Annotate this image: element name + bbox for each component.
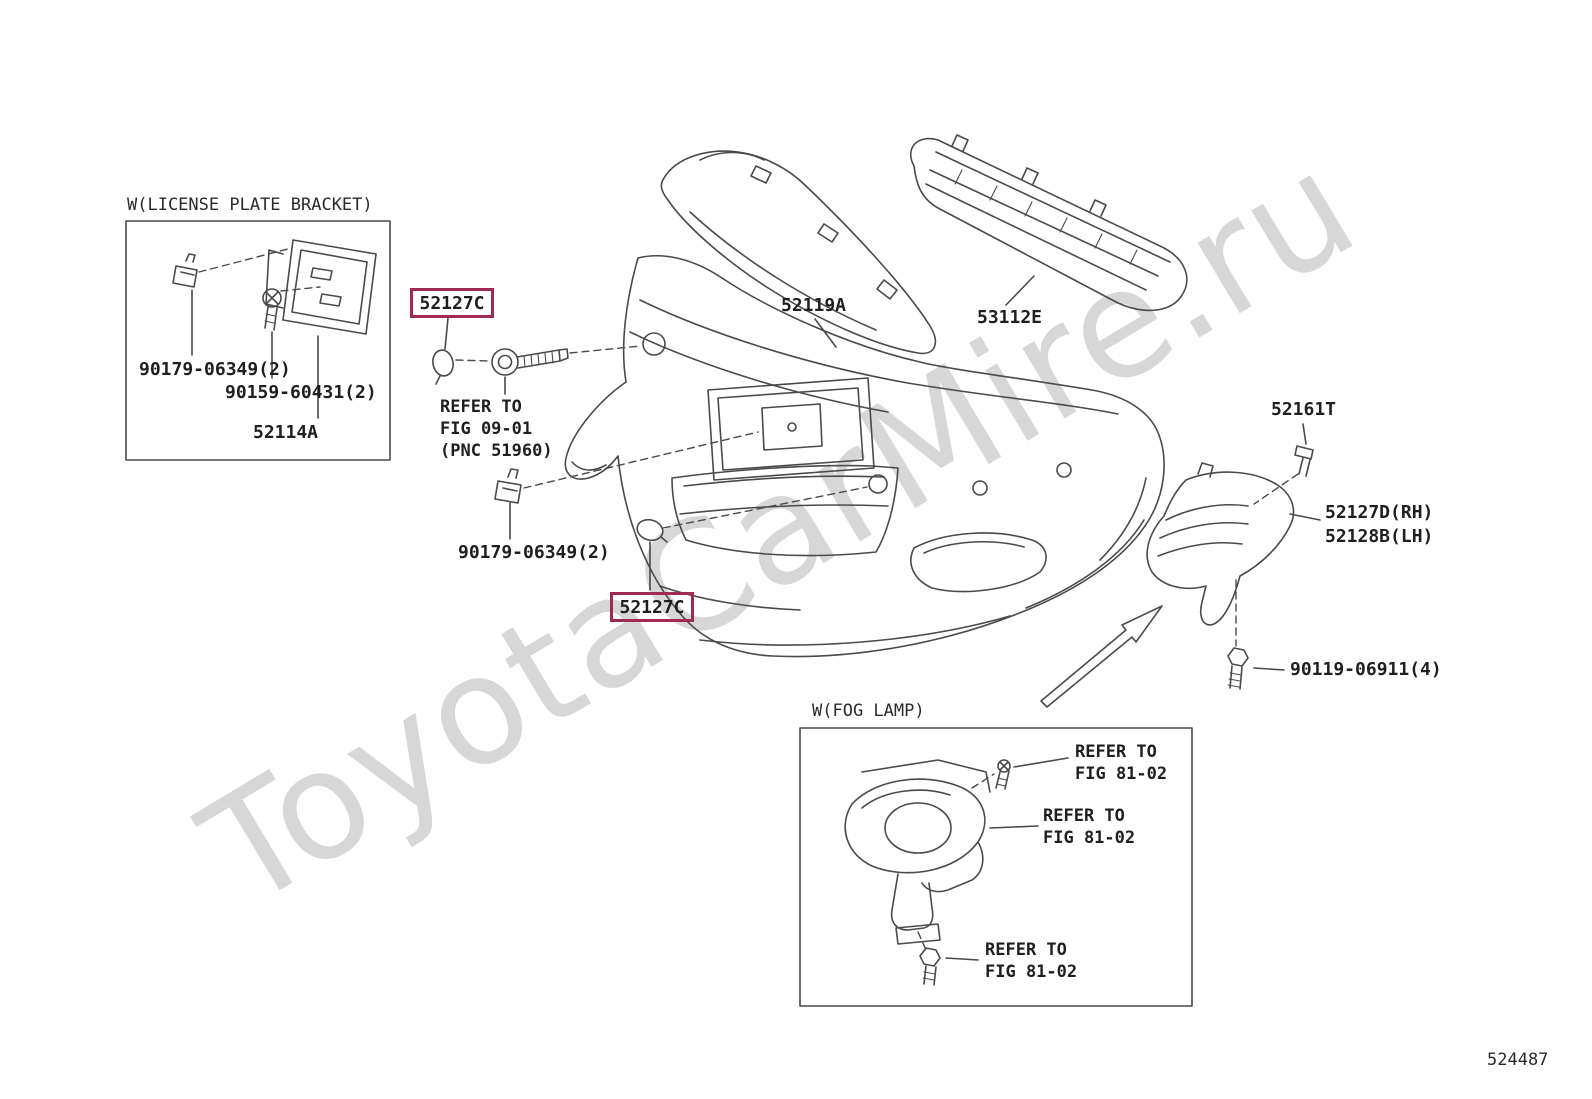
radiator-grille-drawing xyxy=(909,134,1188,312)
license-plate-bracket-title: W(LICENSE PLATE BRACKET) xyxy=(127,195,373,215)
refer-note-fog-3-line2: FIG 81-02 xyxy=(985,962,1078,982)
document-number: 524487 xyxy=(1487,1050,1549,1070)
direction-arrow xyxy=(1040,605,1163,708)
bumper-retainer-drawing xyxy=(660,150,937,355)
refer-note-fog-2-line2: FIG 81-02 xyxy=(1043,828,1136,848)
part-label-52128B-LH[interactable]: 52128B(LH) xyxy=(1325,526,1434,547)
refer-note-fog-1-line2: FIG 81-02 xyxy=(1075,764,1168,784)
bumper-cover-drawing xyxy=(564,255,1165,658)
part-label-53112E[interactable]: 53112E xyxy=(977,307,1043,328)
tow-hook-drawing xyxy=(432,317,642,395)
side-cover-drawing xyxy=(1146,423,1321,690)
part-label-52127D-RH[interactable]: 52127D(RH) xyxy=(1325,502,1434,523)
part-label-90119-06911[interactable]: 90119-06911(4) xyxy=(1290,659,1442,680)
assembly-dashed-lines xyxy=(523,431,868,529)
fog-lamp-drawing xyxy=(799,727,1193,1007)
license-plate-bracket-drawing xyxy=(125,220,391,461)
refer-note-fog-2-line1: REFER TO xyxy=(1043,806,1125,826)
refer-note-tow-hook-line1: REFER TO xyxy=(440,397,522,417)
clip-lower-drawing xyxy=(494,468,522,540)
refer-note-fog-1-line1: REFER TO xyxy=(1075,742,1157,762)
part-label-90159-60431[interactable]: 90159-60431(2) xyxy=(225,382,377,403)
part-label-52119A[interactable]: 52119A xyxy=(781,295,847,316)
part-label-90179-06349-lower[interactable]: 90179-06349(2) xyxy=(458,542,610,563)
part-label-52127C-upper-highlighted[interactable]: 52127C xyxy=(410,288,494,318)
part-label-52161T[interactable]: 52161T xyxy=(1271,399,1337,420)
refer-note-tow-hook-line2: FIG 09-01 xyxy=(440,419,533,439)
part-label-90179-06349-top[interactable]: 90179-06349(2) xyxy=(139,359,291,380)
refer-note-fog-3-line1: REFER TO xyxy=(985,940,1067,960)
part-label-52114A[interactable]: 52114A xyxy=(253,422,319,443)
part-label-52127C-lower-highlighted[interactable]: 52127C xyxy=(610,592,694,622)
fog-lamp-box-title: W(FOG LAMP) xyxy=(812,701,925,721)
hole-cover-lower-drawing xyxy=(636,518,668,591)
refer-note-tow-hook-line3: (PNC 51960) xyxy=(440,441,553,461)
